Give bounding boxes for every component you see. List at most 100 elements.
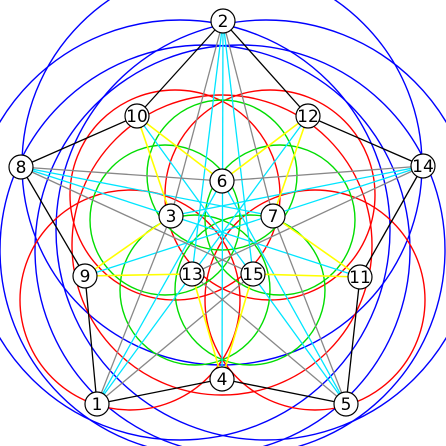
circle-red-9 xyxy=(204,189,426,411)
edge-2-13 xyxy=(191,20,224,275)
node-circle-6 xyxy=(209,168,235,194)
circle-blue-2 xyxy=(55,19,446,441)
node-14: 14 xyxy=(410,153,436,179)
node-label-10: 10 xyxy=(126,107,148,127)
edge-5-6 xyxy=(221,180,347,405)
edge-8-6 xyxy=(20,166,223,182)
edge-14-3 xyxy=(170,165,424,217)
node-circle-14 xyxy=(410,153,436,179)
node-circle-11 xyxy=(347,264,373,290)
edge-1-3 xyxy=(96,215,172,405)
edge-10-6 xyxy=(136,115,223,182)
node-label-8: 8 xyxy=(16,158,27,178)
node-circle-9 xyxy=(72,263,98,289)
circle-blue-4 xyxy=(0,44,411,446)
node-label-5: 5 xyxy=(341,395,352,415)
edge-14-11 xyxy=(359,165,424,278)
node-1: 1 xyxy=(84,391,110,417)
edge-9-13 xyxy=(84,273,193,277)
edge-5-13 xyxy=(191,273,347,405)
edge-8-10 xyxy=(20,115,138,168)
node-label-3: 3 xyxy=(166,207,177,227)
node-label-15: 15 xyxy=(242,265,264,285)
edge-1-15 xyxy=(96,273,254,405)
node-label-2: 2 xyxy=(218,12,229,32)
node-circle-3 xyxy=(158,203,184,229)
node-6: 6 xyxy=(209,168,235,194)
edge-1-12 xyxy=(96,115,309,405)
edge-14-6 xyxy=(221,165,424,182)
edge-1-9 xyxy=(84,275,98,405)
circle-blue-5 xyxy=(34,44,446,446)
edge-12-7 xyxy=(272,115,309,217)
edge-5-7 xyxy=(272,215,347,405)
node-circle-2 xyxy=(210,8,236,34)
edge-2-15 xyxy=(222,20,254,275)
node-circle-15 xyxy=(240,261,266,287)
edge-8-15 xyxy=(20,166,254,275)
node-4: 4 xyxy=(209,366,235,392)
edge-1-4 xyxy=(96,378,223,405)
node-label-7: 7 xyxy=(268,207,279,227)
node-8: 8 xyxy=(8,154,34,180)
node-11: 11 xyxy=(347,264,373,290)
circle-blue-1 xyxy=(0,19,391,441)
edge-2-7 xyxy=(222,20,274,217)
node-label-6: 6 xyxy=(217,172,228,192)
edge-2-10 xyxy=(136,20,224,117)
node-13: 13 xyxy=(179,261,205,287)
edge-8-11 xyxy=(20,166,361,278)
edge-12-6 xyxy=(221,115,309,182)
edge-11-15 xyxy=(252,273,361,278)
node-2: 2 xyxy=(210,8,236,34)
node-label-9: 9 xyxy=(80,267,91,287)
edge-5-10 xyxy=(136,115,347,405)
edge-4-15 xyxy=(221,273,254,380)
edge-5-11 xyxy=(345,276,361,405)
edge-2-12 xyxy=(222,20,309,117)
node-label-1: 1 xyxy=(92,395,103,415)
node-circle-1 xyxy=(84,391,110,417)
edge-10-3 xyxy=(136,115,172,217)
edge-14-9 xyxy=(84,165,424,277)
node-label-4: 4 xyxy=(217,370,228,390)
node-circle-13 xyxy=(179,261,205,287)
edge-layer xyxy=(20,20,424,405)
edge-11-7 xyxy=(272,215,361,278)
circle-green-15 xyxy=(174,214,326,366)
edge-8-9 xyxy=(20,166,86,277)
circle-red-10 xyxy=(71,94,373,396)
node-circle-10 xyxy=(124,103,150,129)
node-label-13: 13 xyxy=(181,265,203,285)
node-15: 15 xyxy=(240,261,266,287)
node-circle-5 xyxy=(333,391,359,417)
node-circle-7 xyxy=(260,203,286,229)
circle-red-8 xyxy=(19,189,241,411)
circle-green-12 xyxy=(89,144,241,296)
edge-14-12 xyxy=(307,115,424,167)
node-label-14: 14 xyxy=(412,157,434,177)
edge-9-3 xyxy=(84,215,172,277)
edge-5-4 xyxy=(221,378,347,405)
edge-4-13 xyxy=(191,273,223,380)
edge-2-4 xyxy=(221,20,224,380)
node-7: 7 xyxy=(260,203,286,229)
node-9: 9 xyxy=(72,263,98,289)
node-label-12: 12 xyxy=(297,107,319,127)
edge-8-7 xyxy=(20,166,274,217)
edge-1-6 xyxy=(96,180,223,405)
node-label-11: 11 xyxy=(349,268,371,288)
node-10: 10 xyxy=(124,103,150,129)
edge-14-13 xyxy=(191,165,424,275)
node-circle-8 xyxy=(8,154,34,180)
edge-2-3 xyxy=(170,20,224,217)
node-12: 12 xyxy=(295,103,321,129)
node-circle-12 xyxy=(295,103,321,129)
node-5: 5 xyxy=(333,391,359,417)
circle-green-14 xyxy=(119,214,271,366)
node-circle-4 xyxy=(209,366,235,392)
circle-green-13 xyxy=(204,144,356,296)
